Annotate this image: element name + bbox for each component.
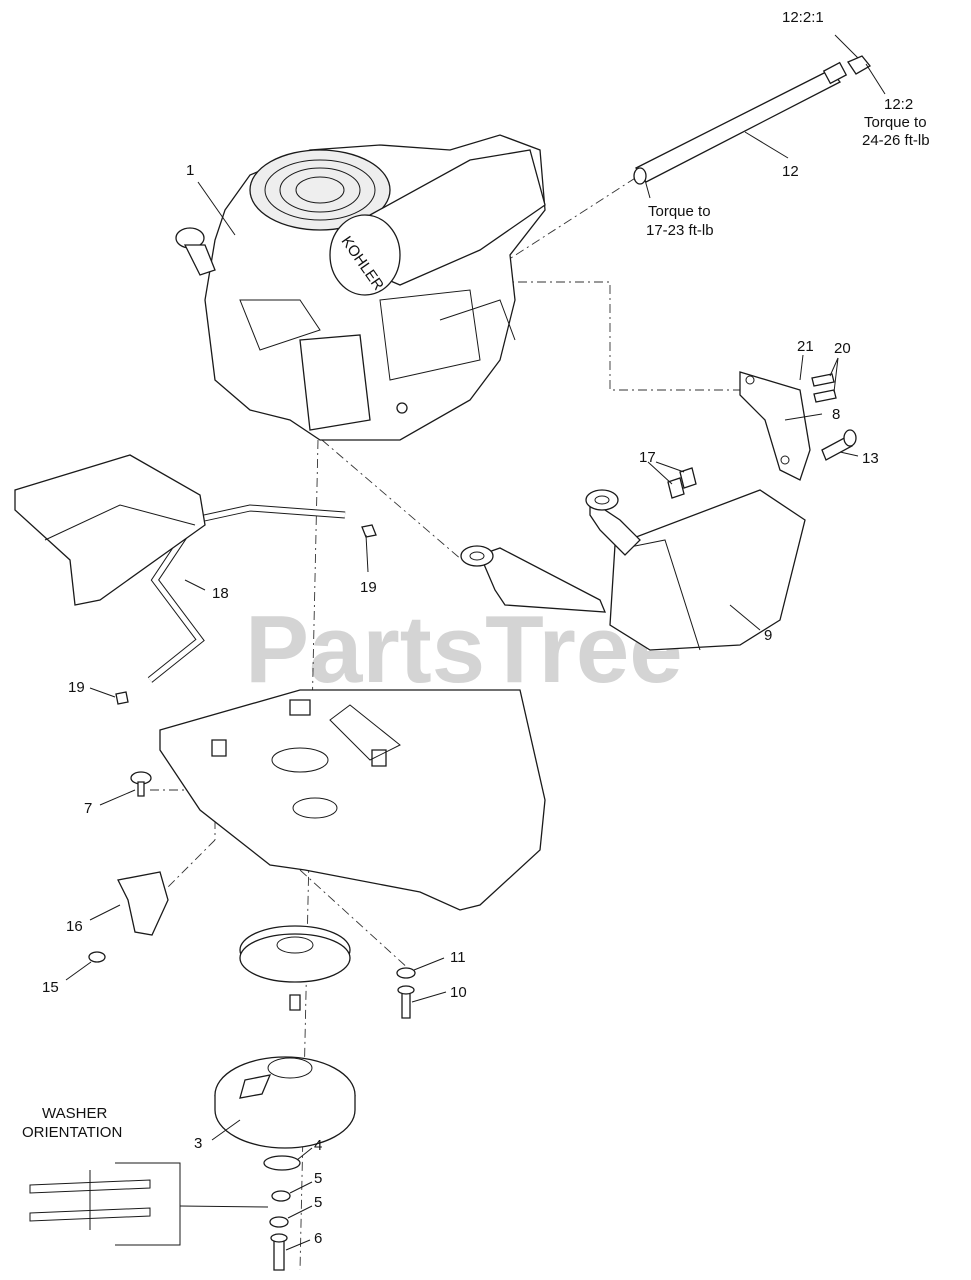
exhaust-rod-part-12 bbox=[633, 34, 886, 199]
callout-5-lower: 5 bbox=[314, 1194, 322, 1211]
callout-10: 10 bbox=[450, 984, 467, 1001]
torque-note-lower-line2: 17-23 ft-lb bbox=[646, 222, 714, 239]
hose-clamps-part-19 bbox=[89, 524, 377, 705]
callout-9: 9 bbox=[764, 627, 772, 644]
callout-19-left: 19 bbox=[68, 679, 85, 696]
mounting-plate bbox=[159, 689, 546, 911]
pulley bbox=[239, 925, 351, 1011]
washer-part-5-upper bbox=[271, 1181, 313, 1202]
callout-12: 12 bbox=[782, 163, 799, 180]
bracket-part-8 bbox=[739, 371, 823, 481]
watermark: PartsTree TM bbox=[245, 596, 725, 703]
fuel-hose-part-18 bbox=[147, 504, 346, 683]
callout-3: 3 bbox=[194, 1135, 202, 1152]
bolt-part-13 bbox=[821, 429, 859, 461]
torque-note-lower-line1: Torque to bbox=[648, 203, 711, 220]
nut-part-15 bbox=[65, 951, 106, 981]
washer-part-11 bbox=[396, 957, 445, 979]
frame-bracket bbox=[14, 454, 206, 606]
callout-13: 13 bbox=[862, 450, 879, 467]
muffler-part-9 bbox=[460, 489, 806, 651]
torque-note-upper-line2: 24-26 ft-lb bbox=[862, 132, 930, 149]
engine-part-1: KOHLER bbox=[175, 134, 546, 441]
washer-part-5-lower bbox=[269, 1205, 313, 1228]
callout-15: 15 bbox=[42, 979, 59, 996]
callout-8: 8 bbox=[832, 406, 840, 423]
bolts-part-20-21 bbox=[799, 354, 839, 403]
callout-5-upper: 5 bbox=[314, 1170, 322, 1187]
clutch-part-3 bbox=[211, 1056, 356, 1149]
callout-6: 6 bbox=[314, 1230, 322, 1247]
torque-note-upper-line1: Torque to bbox=[864, 114, 927, 131]
callout-16: 16 bbox=[66, 918, 83, 935]
callout-20: 20 bbox=[834, 340, 851, 357]
callout-7: 7 bbox=[84, 800, 92, 817]
clips-part-17 bbox=[647, 461, 697, 499]
watermark-text: PartsTree bbox=[245, 596, 683, 703]
callout-labels: 1 3 4 5 5 6 7 8 9 10 11 12 12:2:1 12:2 1… bbox=[42, 9, 913, 1247]
callout-19-right: 19 bbox=[360, 579, 377, 596]
bracket-part-16 bbox=[89, 871, 169, 936]
torque-notes: Torque to 24-26 ft-lb Torque to 17-23 ft… bbox=[646, 114, 930, 239]
callout-17: 17 bbox=[639, 449, 656, 466]
callout-18: 18 bbox=[212, 585, 229, 602]
washer-orientation-line1: WASHER bbox=[42, 1105, 107, 1122]
callout-12-2-1: 12:2:1 bbox=[782, 9, 824, 26]
callout-4: 4 bbox=[314, 1137, 322, 1154]
washer-orientation-inset bbox=[29, 1162, 269, 1246]
bolt-part-10 bbox=[397, 985, 447, 1019]
washer-orientation-heading: WASHER ORIENTATION bbox=[22, 1105, 122, 1141]
callout-12-2: 12:2 bbox=[884, 96, 913, 113]
spacer-part-4 bbox=[263, 1147, 313, 1171]
bolt-part-7 bbox=[99, 771, 152, 806]
callout-11: 11 bbox=[450, 949, 466, 966]
bolt-part-6 bbox=[270, 1233, 311, 1271]
callout-21: 21 bbox=[797, 338, 814, 355]
washer-orientation-line2: ORIENTATION bbox=[22, 1124, 122, 1141]
callout-1: 1 bbox=[186, 162, 194, 179]
